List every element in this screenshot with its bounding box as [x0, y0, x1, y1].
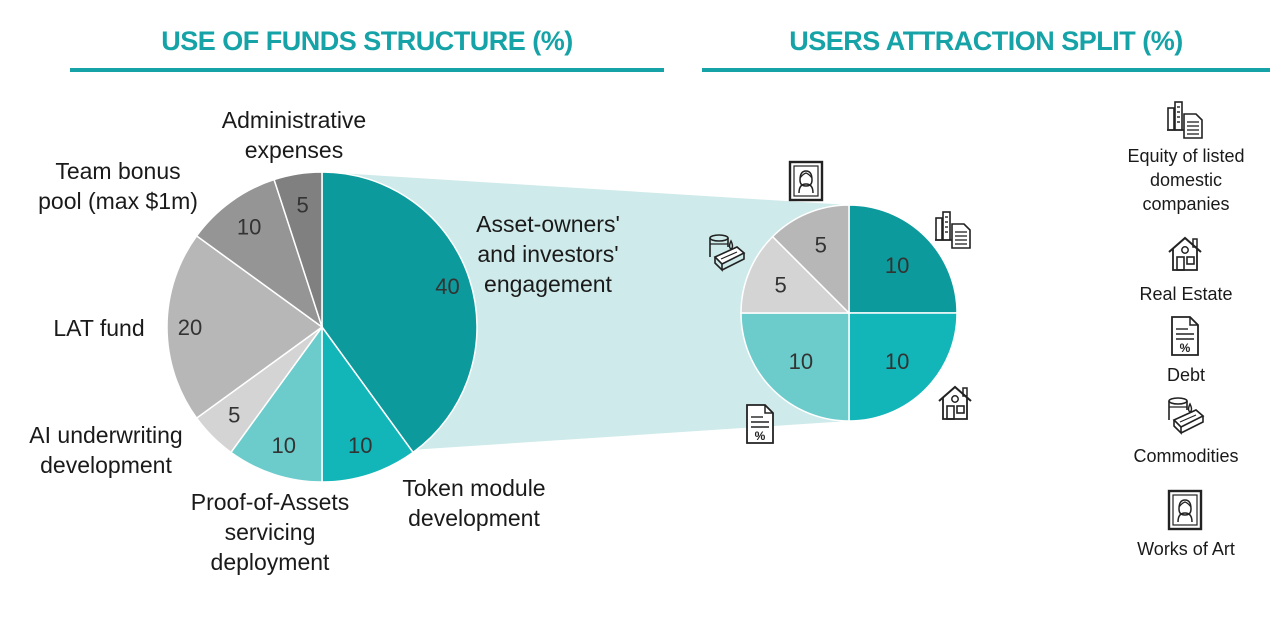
legend-label: Works of Art [1137, 539, 1235, 559]
title-underline [70, 68, 664, 72]
funds-slice [195, 178, 324, 329]
percent-document-icon: % [1171, 316, 1199, 356]
funds-value-label: 5 [228, 403, 240, 428]
title-underline [702, 68, 1270, 72]
users-attraction-title: USERS ATTRACTION SPLIT (%) [789, 26, 1183, 56]
funds-value-label: 20 [178, 315, 202, 340]
house-icon [938, 385, 972, 420]
funds-value-label: 10 [237, 215, 261, 240]
funds-value-label: 40 [435, 274, 459, 299]
framed-portrait-icon [1167, 489, 1203, 531]
legend-label: Debt [1166, 365, 1206, 385]
legend-item: Works of Art [1110, 489, 1262, 561]
framed-portrait-icon [788, 160, 824, 202]
users-value-label: 10 [885, 349, 909, 374]
funds-value-label: 5 [296, 193, 308, 218]
funds-slice [321, 171, 478, 454]
svg-text:%: % [755, 429, 766, 443]
percent-document-icon: % [746, 404, 774, 444]
funds-slice [229, 324, 323, 483]
users-slice [848, 312, 958, 422]
use-of-funds-title: USE OF FUNDS STRUCTURE (%) [161, 26, 573, 56]
funds-value-label: 10 [271, 433, 295, 458]
funds-slice [273, 171, 323, 328]
building-document-icon [935, 211, 971, 249]
funds-category-label: Asset-owners'and investors'engagement [476, 211, 620, 297]
funds-category-label: LAT fund [53, 315, 144, 341]
funds-slice [166, 234, 324, 420]
building-document-icon [1167, 101, 1203, 139]
users-value-label: 10 [885, 253, 909, 278]
svg-text:%: % [1180, 341, 1191, 355]
legend-item: % Debt [1110, 315, 1262, 387]
users-value-label: 5 [774, 273, 786, 298]
users-value-label: 5 [815, 233, 827, 258]
funds-slice [321, 324, 415, 483]
house-icon [1168, 236, 1202, 271]
legend-item: Commodities [1110, 396, 1262, 468]
commodities-icon [709, 234, 746, 272]
users-slice [740, 312, 850, 422]
commodities-icon [1168, 397, 1205, 435]
legend-label: Commodities [1133, 446, 1239, 466]
legend-item: Real Estate [1110, 234, 1262, 306]
users-slice [848, 204, 958, 314]
funds-value-label: 10 [348, 433, 372, 458]
users-slice [771, 204, 850, 315]
legend-label: Real Estate [1139, 284, 1233, 304]
users-value-label: 10 [789, 349, 813, 374]
users-slice [740, 235, 851, 314]
